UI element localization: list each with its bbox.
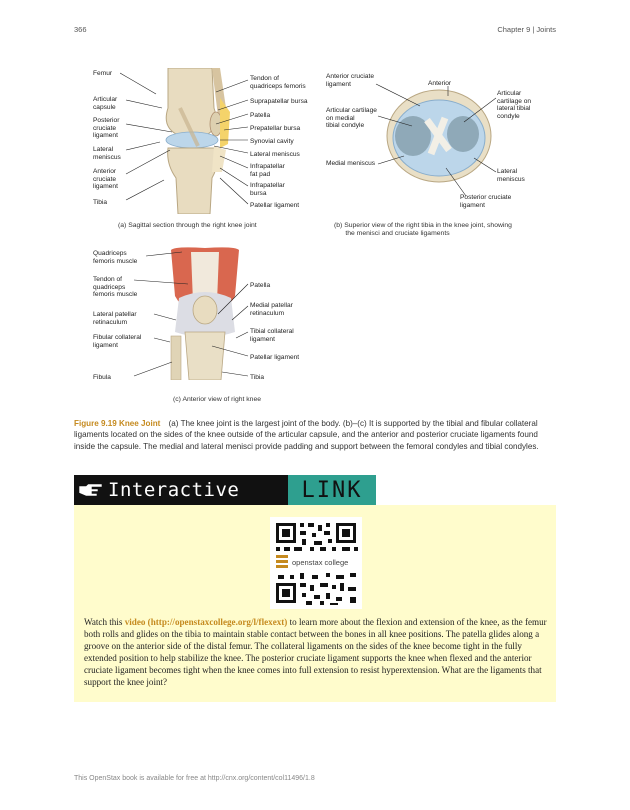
label-tibia-c: Tibia <box>250 374 265 381</box>
label-posterior-cruciate-b: Posterior cruciate ligament <box>460 194 512 209</box>
video-link[interactable]: video (http://openstaxcollege.org/l/flex… <box>124 617 288 627</box>
sagittal-leader-lines <box>120 72 249 205</box>
qr-brand-text: openstax college <box>292 558 348 567</box>
figure-caption-text: (a) The knee joint is the largest joint … <box>74 419 539 451</box>
page-number: 366 <box>74 25 87 34</box>
figure-caption: Figure 9.19 Knee Joint (a) The knee join… <box>74 418 558 452</box>
page-footer: This OpenStax book is available for free… <box>74 775 315 782</box>
label-patella: Patella <box>250 112 271 119</box>
body-text-before: Watch this <box>84 617 125 627</box>
pointing-hand-icon <box>74 475 108 505</box>
label-anterior-cruciate-ligament: Anterior cruciate ligament <box>93 168 118 191</box>
qr-code[interactable]: openstax college <box>270 517 362 609</box>
figure-number: Figure 9.19 Knee Joint <box>74 419 161 428</box>
label-medial-patellar-retinaculum: Medial patellar retinaculum <box>250 302 293 317</box>
label-tendon-quadriceps-c: Tendon of quadriceps femoris muscle <box>93 276 138 299</box>
interactive-link-banner: Interactive LINK <box>74 475 376 505</box>
label-articular-capsule: Articular capsule <box>93 96 118 111</box>
label-patella-c: Patella <box>250 282 271 289</box>
label-posterior-cruciate-ligament: Posterior cruciate ligament <box>93 117 120 140</box>
chapter-title: Chapter 9 | Joints <box>497 25 556 34</box>
body-text-after: to learn more about the flexion and exte… <box>84 617 547 687</box>
label-fibular-collateral: Fibular collateral ligament <box>93 334 142 349</box>
label-lateral-patellar-retinaculum: Lateral patellar retinaculum <box>93 311 137 326</box>
label-anterior-cruciate-b: Anterior cruciate ligament <box>326 73 375 88</box>
banner-link-word: LINK <box>301 477 363 503</box>
label-tendon-quadriceps: Tendon of quadriceps femoris <box>250 75 306 90</box>
anterior-knee-illustration <box>170 247 239 380</box>
superior-leader-lines <box>375 83 497 197</box>
label-articular-cartilage-lateral: Articular cartilage on lateral tibial co… <box>497 90 532 120</box>
label-infrapatellar-fat-pad: Infrapatellar fat pad <box>250 163 285 178</box>
label-patellar-ligament: Patellar ligament <box>250 202 300 209</box>
label-patellar-ligament-c: Patellar ligament <box>250 354 300 361</box>
label-lateral-meniscus: Lateral meniscus <box>93 146 121 161</box>
banner-interactive-word: Interactive <box>108 479 240 501</box>
label-articular-cartilage-medial: Articular cartilage on medial tibial con… <box>326 107 377 130</box>
label-synovial-cavity: Synovial cavity <box>250 138 294 145</box>
label-prepatellar-bursa: Prepatellar bursa <box>250 125 301 132</box>
label-femur: Femur <box>93 70 113 77</box>
label-tibial-collateral: Tibial collateral ligament <box>250 328 294 343</box>
label-fibula: Fibula <box>93 374 111 381</box>
label-quadriceps-femoris: Quadriceps femoris muscle <box>93 250 138 265</box>
label-medial-meniscus: Medial meniscus <box>326 160 376 167</box>
sagittal-knee-illustration <box>150 68 250 214</box>
caption-b: (b) Superior view of the right tibia in … <box>334 222 512 237</box>
anterior-leader-lines <box>133 251 249 377</box>
label-suprapatellar-bursa: Suprapatellar bursa <box>250 98 308 105</box>
label-tibia: Tibia <box>93 199 108 206</box>
label-lateral-meniscus-b: Lateral meniscus <box>497 168 525 183</box>
caption-c: (c) Anterior view of right knee <box>173 396 262 403</box>
interactive-link-panel: openstax college Watch this video (http:… <box>74 505 556 702</box>
label-infrapatellar-bursa: Infrapatellar bursa <box>250 182 285 197</box>
superior-tibia-illustration <box>386 89 492 183</box>
label-anterior: Anterior <box>428 80 452 87</box>
caption-a: (a) Sagittal section through the right k… <box>118 222 257 229</box>
interactive-body-text: Watch this video (http://openstaxcollege… <box>84 617 548 688</box>
label-lateral-meniscus-right: Lateral meniscus <box>250 151 300 158</box>
